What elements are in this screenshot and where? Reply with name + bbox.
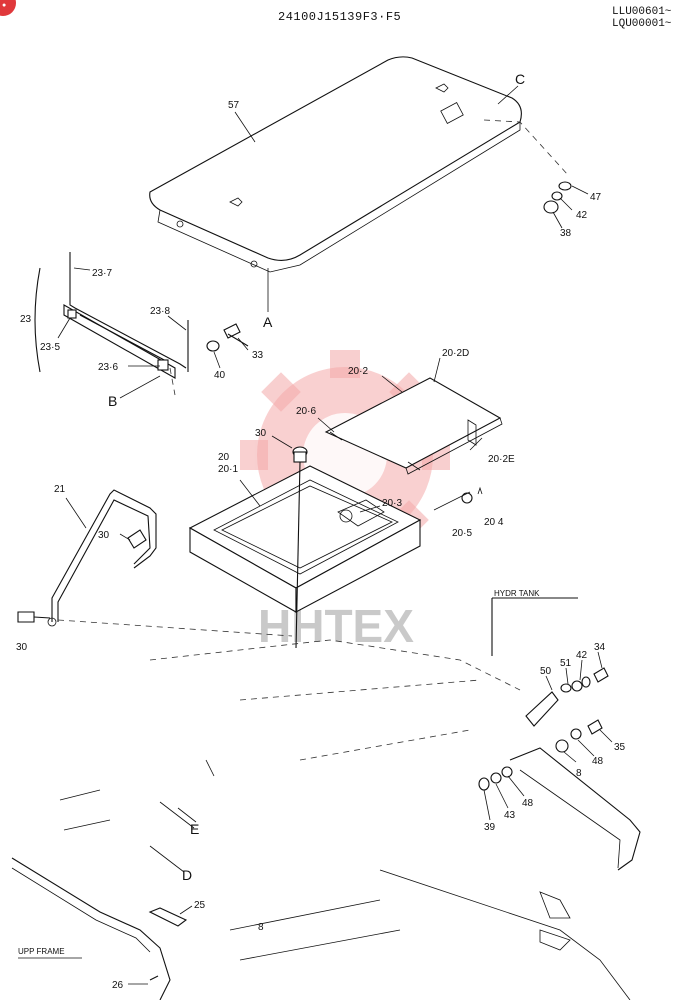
upper-frame-body	[11, 639, 641, 1000]
callout-20: 20	[218, 452, 230, 463]
callout-48-a: 48	[592, 756, 604, 767]
callout-47: 47	[590, 192, 602, 203]
corner-badge: ●	[0, 0, 16, 16]
callout-E: E	[190, 821, 199, 837]
battery-box-20	[188, 446, 422, 649]
callout-30-b: 30	[98, 530, 110, 541]
callout-39: 39	[484, 822, 496, 833]
document-number: 24100J15139F3·F5	[278, 10, 402, 24]
callout-33: 33	[252, 350, 264, 361]
callout-23-6: 23·6	[98, 362, 118, 373]
callout-26: 26	[112, 980, 124, 991]
callout-42-b: 42	[576, 650, 588, 661]
callout-8-b: 8	[258, 922, 264, 933]
callout-23-8: 23·8	[150, 306, 170, 317]
callout-51: 51	[560, 658, 572, 669]
callout-D: D	[182, 867, 192, 883]
callout-8: 8	[576, 768, 582, 779]
serial-range-line-1: LLU00601~	[612, 6, 672, 18]
callout-20-6: 20·6	[296, 406, 316, 417]
callout-50: 50	[540, 666, 552, 677]
callout-20-3: 20·3	[382, 498, 402, 509]
callout-43: 43	[504, 810, 516, 821]
callout-40: 40	[214, 370, 226, 381]
lid-20-2	[324, 377, 503, 475]
bracket-50-and-fasteners	[478, 667, 609, 791]
fastener-20-4-20-5	[433, 486, 483, 511]
callout-21: 21	[54, 484, 66, 495]
bracket-assembly-23	[34, 252, 189, 379]
callout-23-7: 23·7	[92, 268, 112, 279]
callout-48-b: 48	[522, 798, 534, 809]
callout-20-2D: 20·2D	[442, 348, 469, 359]
hydr-tank-reference	[491, 597, 578, 656]
watermark-text: HHTEX	[258, 600, 414, 652]
callout-20-2E: 20·2E	[488, 454, 515, 465]
callout-23: 23	[20, 314, 32, 325]
callout-23-5: 23·5	[40, 342, 60, 353]
callout-38: 38	[560, 228, 572, 239]
callout-20-1: 20·1	[218, 464, 238, 475]
callout-20-2: 20·2	[348, 366, 368, 377]
callout-30-a: 30	[255, 428, 267, 439]
callout-42: 42	[576, 210, 588, 221]
callout-57: 57	[228, 100, 240, 111]
assembly-guide-lines	[57, 367, 293, 637]
nut-washer-set-38-42-47	[543, 181, 572, 214]
upp-frame-label: UPP FRAME	[18, 947, 65, 956]
stay-rod-21	[17, 489, 157, 627]
serial-range: LLU00601~LQU00001~	[612, 6, 671, 30]
callout-35: 35	[614, 742, 626, 753]
hydr-tank-label: HYDR TANK	[494, 589, 540, 598]
callout-B: B	[108, 393, 117, 409]
corner-badge-glyph: ●	[2, 2, 7, 9]
bolt-33-washer-40	[206, 323, 249, 352]
callout-25: 25	[194, 900, 206, 911]
callout-34: 34	[594, 642, 606, 653]
callout-20-5: 20·5	[452, 528, 472, 539]
top-cover-57	[149, 56, 569, 312]
callout-labels: 57 C A B E D 47 42 38 23 23·7 23·5 23·6 …	[16, 71, 626, 991]
callout-30-c: 30	[16, 642, 28, 653]
callout-20-4: 20 4	[484, 517, 504, 528]
leader-lines	[57, 85, 613, 985]
callout-A: A	[263, 314, 273, 330]
callout-C: C	[515, 71, 525, 87]
serial-range-line-2: LQU00001~	[612, 18, 672, 30]
